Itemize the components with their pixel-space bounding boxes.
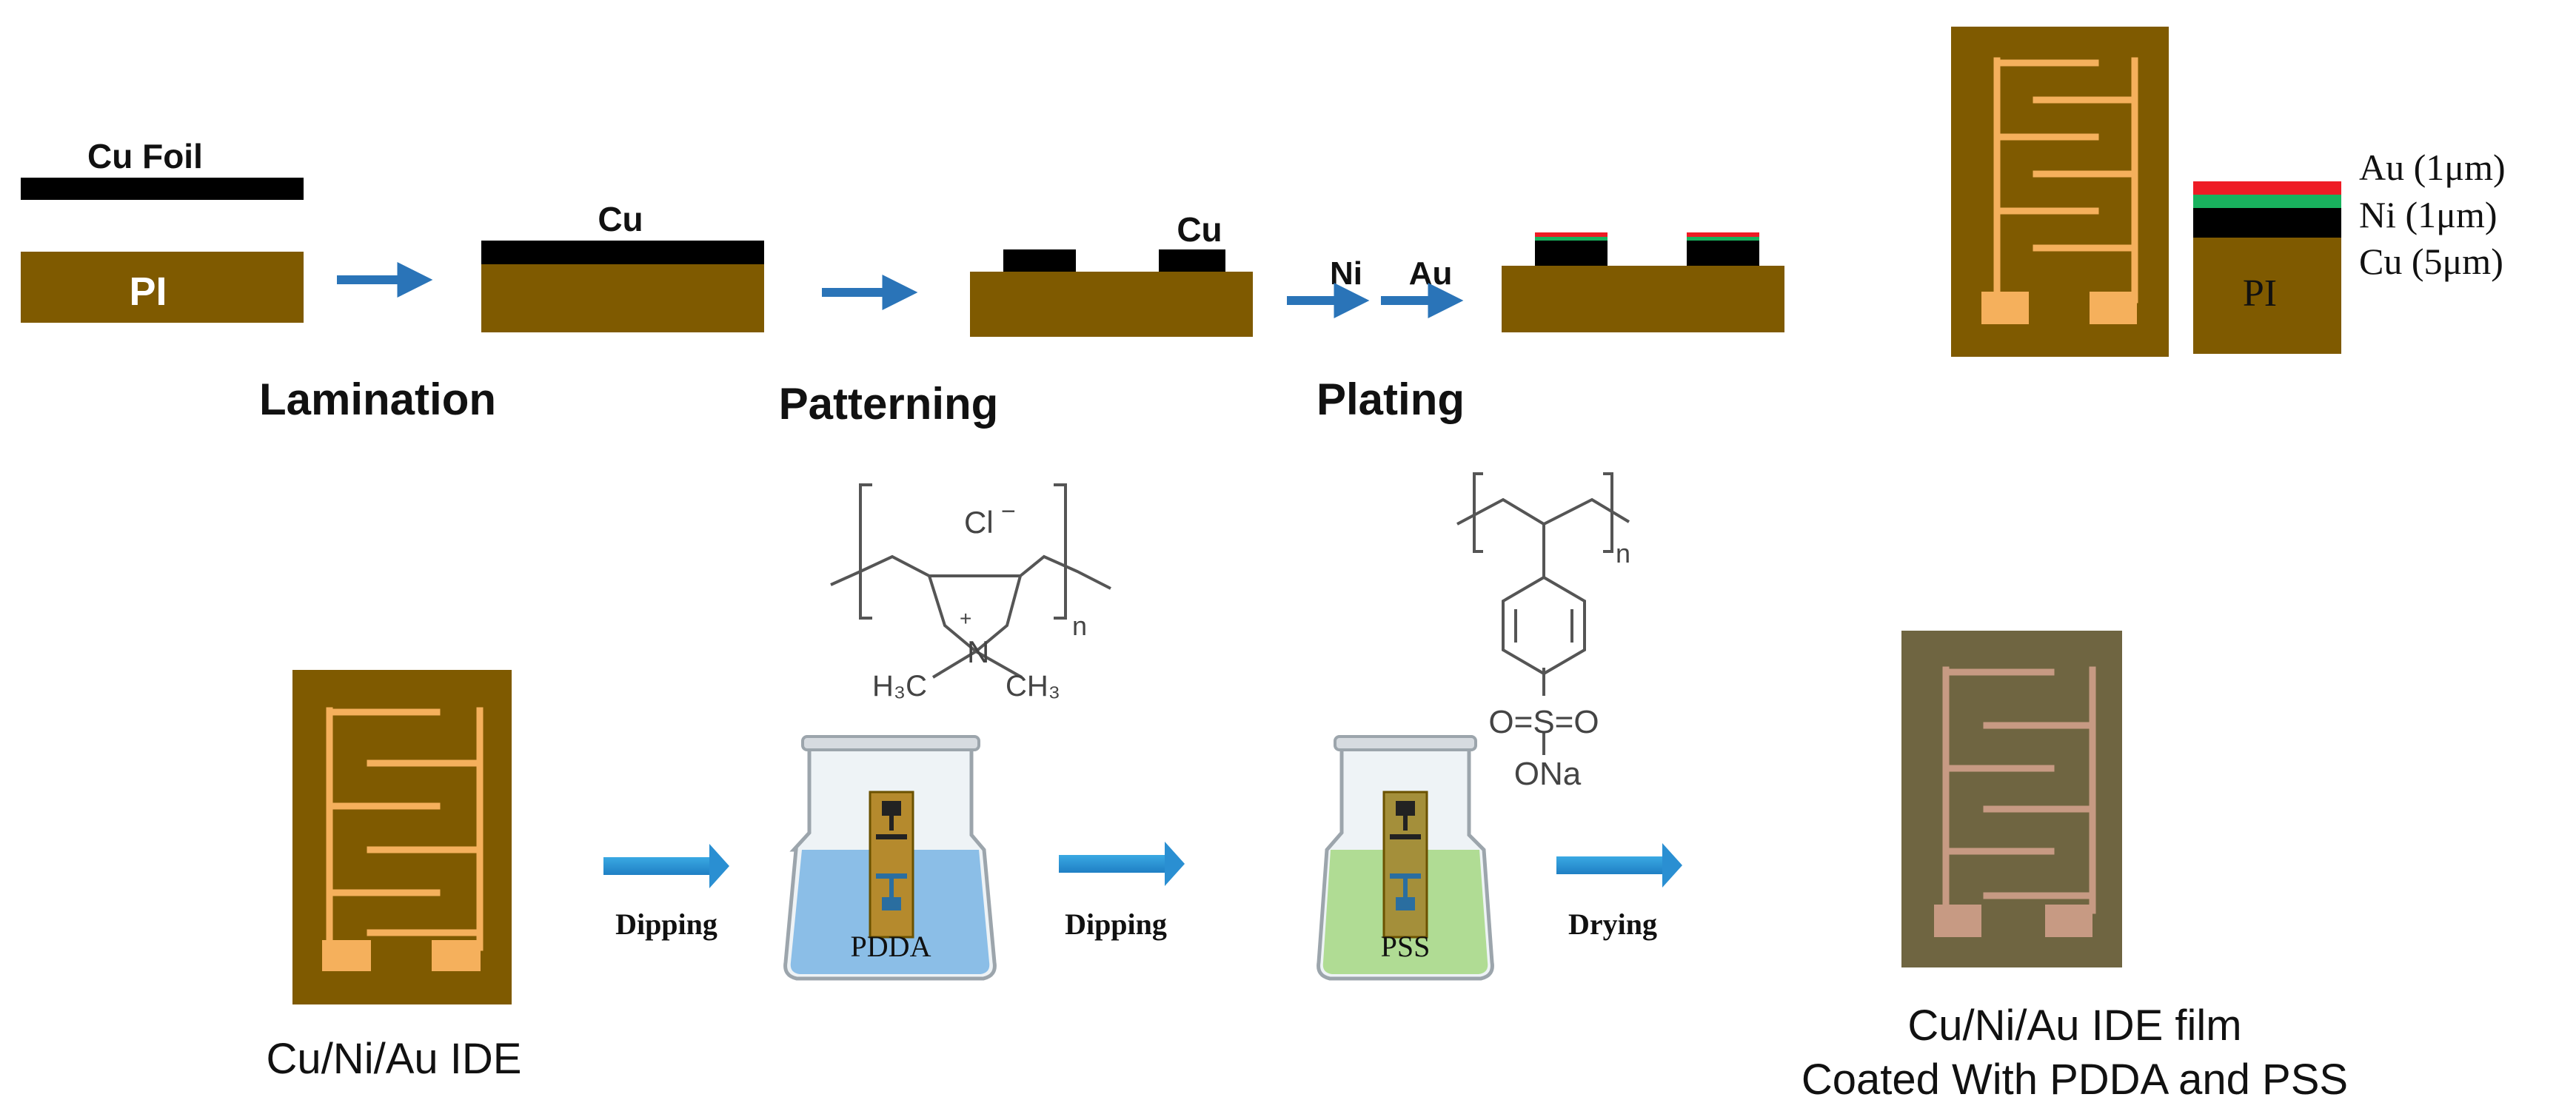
pss-label: PSS [1381, 930, 1431, 963]
pss-sulfonate: O=S=O [1488, 704, 1599, 740]
pdda-methyl-left: H₃C [872, 670, 927, 702]
pss-repeat: n [1616, 538, 1630, 568]
pi-substrate [21, 252, 304, 323]
drying-label: Drying [1568, 908, 1657, 941]
step-lamination: Lamination [259, 375, 496, 424]
au-label: Au [1409, 255, 1453, 292]
arrow-dipping-1: Dipping [603, 844, 729, 941]
ide-label: Cu/Ni/Au IDE [267, 1035, 522, 1083]
pdda-anion: Cl [964, 505, 994, 540]
plated-substrate [1502, 232, 1784, 332]
cu-label-2: Cu [1177, 210, 1222, 249]
stack-ni [2193, 195, 2341, 208]
coated-ide-film [1901, 631, 2122, 967]
cu-plated-right [1687, 241, 1759, 266]
stack-pi-label: PI [2243, 272, 2277, 315]
pdda-nitrogen: N [967, 634, 989, 669]
dipping-label-2: Dipping [1065, 908, 1167, 941]
pdda-anion-charge: − [1001, 497, 1016, 526]
step-patterning: Patterning [779, 379, 999, 429]
pi-label: PI [129, 269, 167, 314]
pdda-methyl-right: CH₃ [1006, 670, 1060, 702]
pi-layer-plated [1502, 266, 1784, 332]
pdda-structure [830, 483, 1111, 679]
cu-plated-left [1535, 241, 1608, 266]
ni-layer-right [1687, 237, 1759, 241]
pss-flask: PSS [1317, 735, 1494, 981]
cu-pattern-right [1159, 249, 1225, 272]
cu-label-1: Cu [598, 200, 643, 238]
pad-left [1934, 905, 1981, 937]
arrow-dipping-2: Dipping [1059, 842, 1185, 941]
ni-label: Ni [1330, 255, 1362, 292]
film-label-line2: Coated With PDDA and PSS [1801, 1056, 2348, 1104]
pad-right [2045, 905, 2092, 937]
pdda-cation-charge: + [960, 607, 971, 630]
cu-foil-label: Cu Foil [87, 137, 203, 175]
ide-device-bottom [292, 670, 512, 1004]
film-label-line1: Cu/Ni/Au IDE film [1907, 1002, 2241, 1050]
dipping-label-1: Dipping [615, 908, 717, 941]
au-layer-left [1535, 232, 1608, 237]
pad-right [2090, 292, 2137, 324]
au-layer-right [1687, 232, 1759, 237]
ide-device-top [1951, 27, 2169, 357]
stack-au-label: Au (1μm) [2359, 147, 2506, 188]
pad-right [432, 940, 481, 971]
layer-stack: PI Au (1μm) Ni (1μm) Cu (5μm) [2193, 147, 2506, 354]
pdda-repeat: n [1072, 611, 1087, 641]
pss-sodium: ONa [1514, 756, 1582, 792]
dipped-sample [1382, 791, 1428, 939]
stack-cu [2193, 208, 2341, 238]
pi-layer-patterned [970, 272, 1253, 337]
pss-structure [1456, 472, 1630, 755]
interdigitated-electrode-icon [1942, 666, 2096, 914]
cu-pattern-left [1003, 249, 1076, 272]
pad-left [322, 940, 371, 971]
ni-layer-left [1535, 237, 1608, 241]
arrow-ni: Ni [1287, 255, 1370, 318]
step-plating: Plating [1317, 375, 1465, 424]
stack-cu-label: Cu (5μm) [2359, 241, 2503, 282]
interdigitated-electrode-icon [326, 707, 484, 951]
stack-au [2193, 181, 2341, 195]
arrow-drying: Drying [1556, 843, 1682, 941]
stack-pi [2193, 238, 2341, 354]
cu-layer-full [481, 241, 764, 264]
cu-foil-layer [21, 178, 304, 200]
interdigitated-electrode-icon [1993, 57, 2138, 303]
pdda-label: PDDA [851, 930, 931, 963]
lamination-input: Cu Foil PI [21, 137, 304, 323]
arrow-au: Au [1381, 255, 1464, 318]
pad-left [1981, 292, 2029, 324]
patterned-substrate: Cu [970, 210, 1253, 337]
pdda-flask: PDDA [783, 735, 997, 981]
pi-layer-laminated [481, 264, 764, 332]
laminated-substrate: Cu [481, 200, 764, 332]
stack-ni-label: Ni (1μm) [2359, 194, 2498, 235]
